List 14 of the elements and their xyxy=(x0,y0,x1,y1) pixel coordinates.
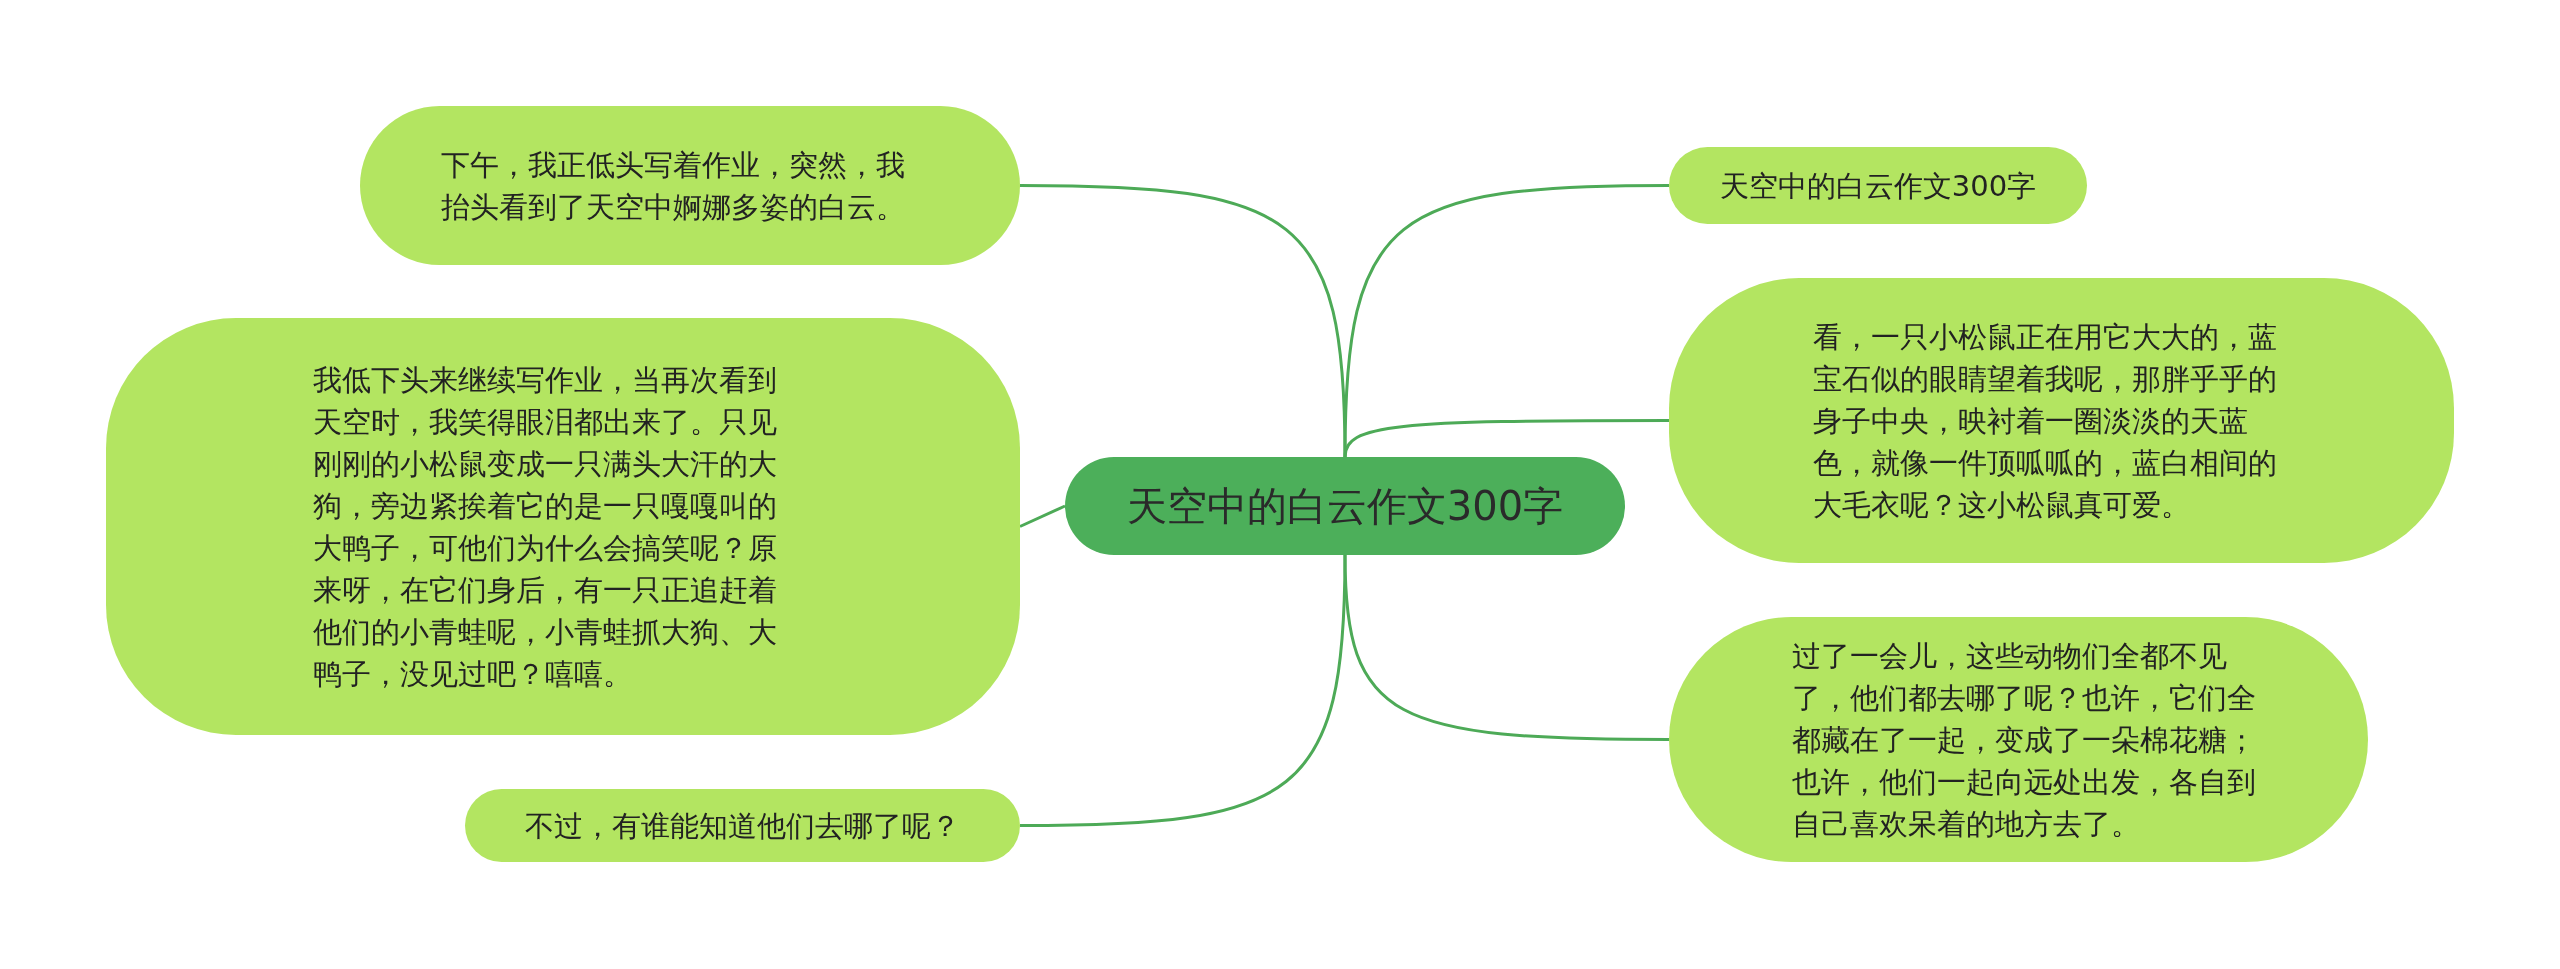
connector-line xyxy=(1343,554,1669,741)
topic-text: 我低下头来继续写作业，当再次看到天空时，我笑得眼泪都出来了。只见刚刚的小松鼠变成一只满头大汗的大狗，旁边紧挨着它的是一只嘎嘎叫的大鸭子，可他们为什么会搞笑呢？原来呀，在它们身后，有一只正追赶着他们的小青蛙呢，小青蛙抓大狗、大鸭子，没见过吧？嘻嘻。 xyxy=(313,361,778,693)
topic-text: 天空中的白云作文300字 xyxy=(1719,167,2037,205)
topic-text: 不过，有谁能知道他们去哪了呢？ xyxy=(525,807,960,845)
topic-text: 看，一只小松鼠正在用它大大的，蓝宝石似的眼睛望着我呢，那胖乎乎的身子中央，映衬着一圈淡淡的天蓝色，就像一件顶呱呱的，蓝白相间的大毛衣呢？这小松鼠真可爱。 xyxy=(1813,318,2278,524)
connector-line xyxy=(1343,184,1669,458)
topic-pill xyxy=(106,318,1020,735)
topic-text: 过了一会儿，这些动物们全都不见了，他们都去哪了呢？也许，它们全都藏在了一起，变成了一朵棉花糖；也许，他们一起向远处出发，各自到自己喜欢呆着的地方去了。 xyxy=(1792,637,2257,843)
connector-line xyxy=(1020,554,1347,827)
topic-text: 天空中的白云作文300字 xyxy=(1126,482,1564,531)
topic-text: 下午，我正低头写着作业，突然，我抬头看到了天空中婀娜多姿的白云。 xyxy=(441,146,906,226)
connector-line xyxy=(1020,184,1347,458)
connector-line xyxy=(1343,419,1669,458)
connector-line xyxy=(1019,504,1066,528)
